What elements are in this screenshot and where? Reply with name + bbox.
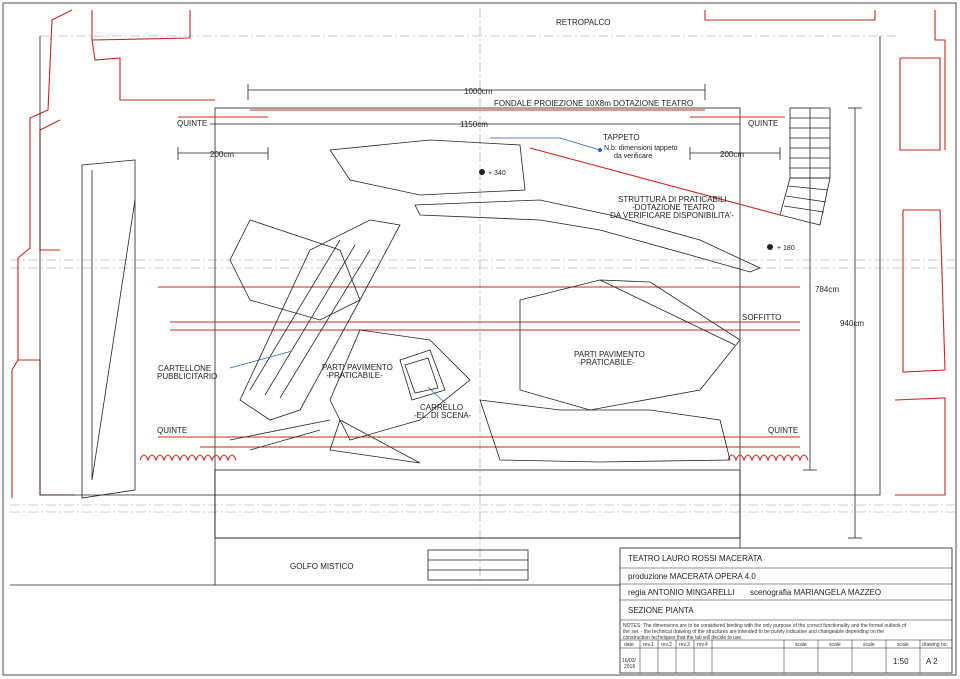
label-tappeto: TAPPETO (603, 133, 640, 142)
title-rev1: rev.1 (643, 642, 654, 648)
title-block (619, 547, 953, 674)
building-walls (11, 9, 946, 498)
label-dim-200-left: 200cm (210, 150, 234, 159)
title-scale-3: scale (863, 642, 875, 648)
label-fondale: FONDALE PROIEZIONE 10X8m DOTAZIONE TEATR… (494, 99, 693, 108)
title-scenografia: scenografia MARIANGELA MAZZEO (750, 588, 881, 597)
elevation-marker-180 (767, 244, 773, 250)
label-quinte-bottom-right: QUINTE (768, 426, 798, 435)
grid-lines (10, 8, 955, 585)
title-notes-2: the set. - the technical drawing of the … (623, 629, 884, 635)
title-rev4: rev.4 (697, 642, 708, 648)
label-pubblicitario: PUBBLICITARIO (157, 372, 217, 381)
label-quinte-bottom-left: QUINTE (157, 426, 187, 435)
label-elevation-180: + 180 (777, 245, 795, 252)
label-width-1000: 1000cm (464, 87, 493, 96)
label-dim-200-right: 200cm (720, 150, 744, 159)
title-notes-1: NOTES: The dimensions are to be consider… (623, 623, 907, 629)
title-scale-value: 1:50 (893, 657, 909, 666)
label-struttura-1: STRUTTURA DI PRATICABILI (618, 195, 727, 204)
scenery-structures (229, 137, 773, 464)
label-quinte-top-right: QUINTE (748, 119, 778, 128)
label-praticabile-right: -PRATICABILE- (578, 358, 635, 367)
title-rev3: rev.3 (679, 642, 690, 648)
title-rev2: rev.2 (661, 642, 672, 648)
label-retropalco: RETROPALCO (556, 18, 611, 27)
title-regia: regia ANTONIO MINGARELLI (628, 588, 735, 597)
label-struttura-2: -DOTAZIONE TEATRO (632, 203, 715, 212)
label-parti-pavimento-left: PARTI PAVIMENTO (322, 363, 393, 372)
label-soffitto: SOFFITTO (742, 313, 781, 322)
title-scale-2: scale (829, 642, 841, 648)
elevation-marker-340 (479, 169, 485, 175)
label-elevation-340: + 340 (488, 170, 506, 177)
title-theatre: TEATRO LAURO ROSSI MACERATA (628, 554, 763, 563)
label-cartellone: CARTELLONE (158, 364, 211, 373)
label-dim-784: 784cm (815, 285, 839, 294)
label-carrello: CARRELLO (420, 403, 463, 412)
title-section: SEZIONE PIANTA (628, 606, 694, 615)
label-el-di-scena: -EL. DI SCENA- (414, 411, 472, 420)
title-scale-4: scale (897, 642, 909, 648)
label-tappeto-note-2: da verificare (614, 153, 652, 160)
dimension-lines (177, 84, 862, 539)
label-struttura-3: DA VERIFICARE DISPONIBILITA'- (610, 211, 734, 220)
label-dim-940: 940cm (840, 319, 864, 328)
quinte-lines (158, 109, 800, 448)
label-parti-pavimento-right: PARTI PAVIMENTO (574, 350, 645, 359)
label-praticabile-left: -PRATICABILE- (326, 371, 383, 380)
title-production: produzione MACERATA OPERA 4.0 (628, 572, 756, 581)
label-golfo-mistico: GOLFO MISTICO (290, 562, 354, 571)
curtains (139, 454, 809, 462)
right-stairs (779, 107, 831, 226)
title-date-value-2: 2018 (624, 664, 635, 670)
title-scale-1: scale (795, 642, 807, 648)
left-tower (81, 159, 136, 499)
label-quinte-top-left: QUINTE (177, 119, 207, 128)
title-date-value-1: 16/03/ (622, 658, 637, 664)
label-width-1150: 1150cm (460, 120, 488, 129)
label-tappeto-note-1: N.b: dimensioni tappeto (604, 145, 678, 152)
title-drawing-value: A 2 (926, 657, 938, 666)
title-notes-3: construction techniques that the lab wil… (623, 635, 743, 641)
title-date-label: date (624, 642, 634, 648)
title-drawing-no-label: drawing no. (922, 642, 948, 648)
stage-outline (10, 36, 881, 586)
